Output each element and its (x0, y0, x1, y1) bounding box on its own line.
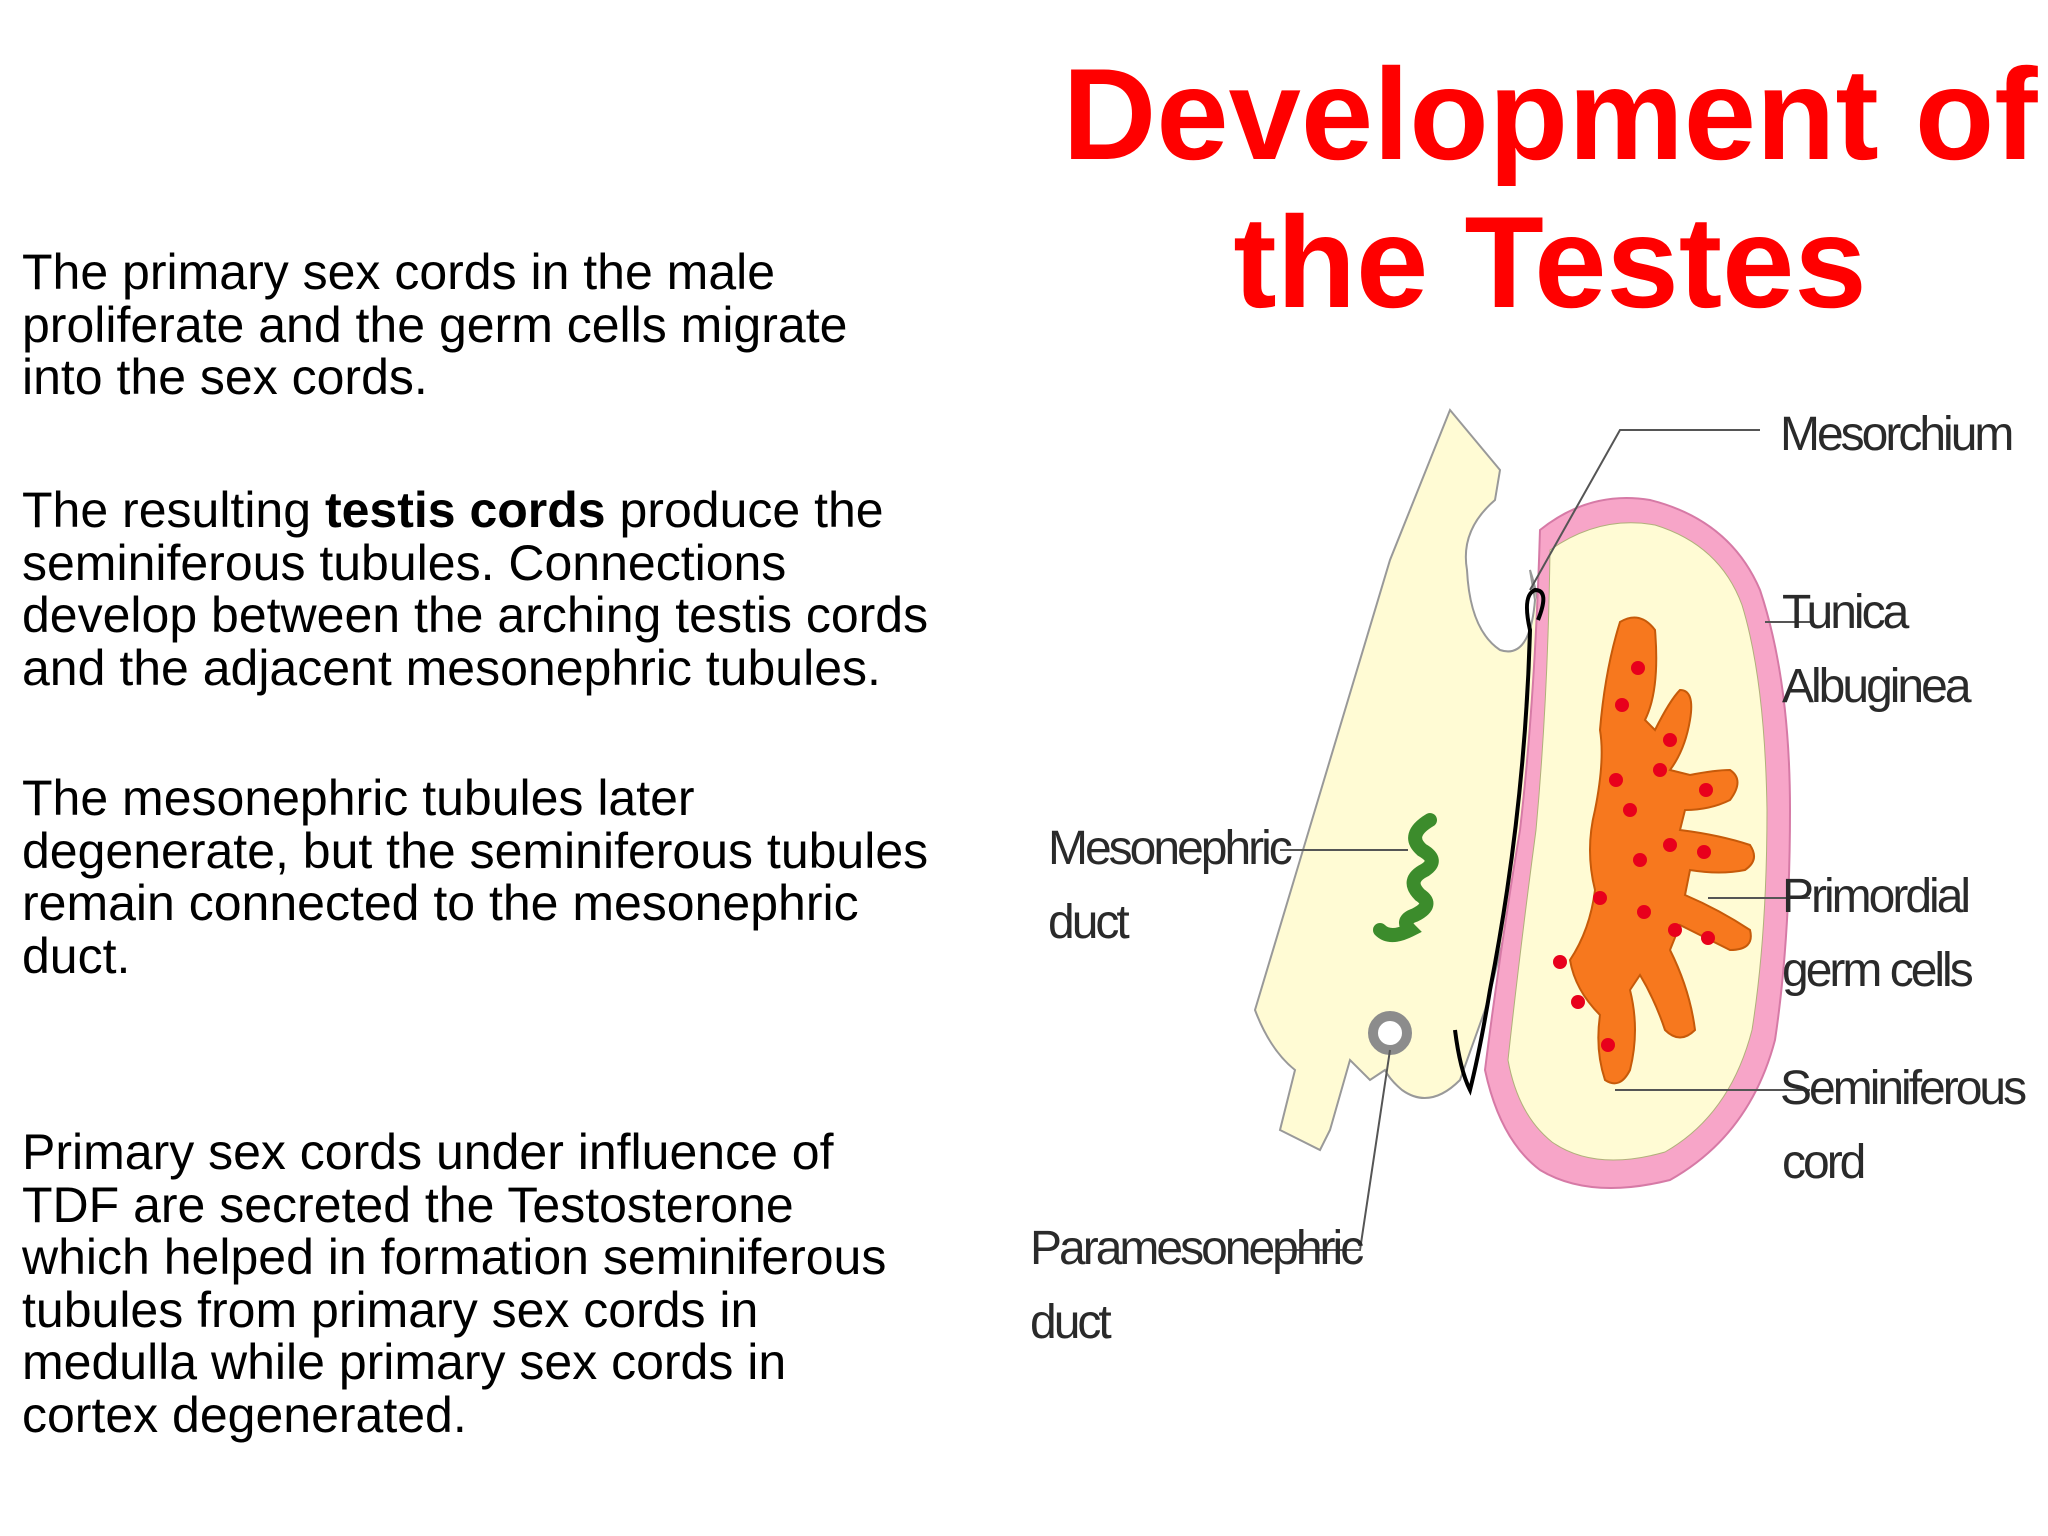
germ-cell (1699, 783, 1713, 797)
germ-cell (1701, 931, 1715, 945)
text-line: develop between the arching testis cords (22, 587, 929, 643)
text-line: seminiferous tubules. Connections (22, 534, 787, 591)
bold-term-testis-cords: testis cords (324, 482, 606, 538)
seminiferous-cords-shape (1568, 616, 1755, 1085)
label-primordial-line-1: Primordial (1782, 870, 1968, 923)
mesorchium-line (1453, 587, 1546, 1096)
germ-cell (1571, 995, 1585, 1009)
germ-cell (1653, 763, 1667, 777)
label-tunica-line-1: Tunica (1782, 586, 1910, 639)
germ-cell (1623, 803, 1637, 817)
germ-cell (1663, 838, 1677, 852)
label-tunica-line-2: Albuginea (1782, 660, 1972, 713)
text-line: cortex degenerated. (22, 1386, 467, 1443)
text-line: The primary sex cords in the male (22, 244, 776, 300)
germ-cell (1697, 845, 1711, 859)
leader-line-paramesonephric (1280, 1049, 1391, 1251)
label-seminiferous-line-1: Seminiferous (1780, 1062, 2026, 1115)
text-line: tubules from primary sex cords in (22, 1281, 759, 1338)
germ-cell (1553, 955, 1567, 969)
text-line: which helped in formation seminiferous (22, 1229, 887, 1285)
text-line: degenerate, but the seminiferous tubules (22, 822, 929, 879)
text-line: remain connected to the mesonephric (22, 875, 859, 931)
germ-cell (1637, 905, 1651, 919)
text-line: duct. (22, 927, 131, 984)
title-line-1: Development of (1062, 41, 2038, 187)
leader-lines (1280, 429, 1810, 1251)
paragraph-primary-sex-cords: The primary sex cords in the male prolif… (22, 246, 1042, 404)
leader-line-mesorchium (1529, 429, 1760, 591)
label-primordial-line-2: germ cells (1782, 944, 1973, 997)
germ-cells (1553, 661, 1715, 1052)
germ-cell (1668, 923, 1682, 937)
text-line: and the adjacent mesonephric tubules. (22, 639, 881, 696)
text-line: The mesonephric tubules later (22, 770, 695, 826)
text-line: Primary sex cords under influence of (22, 1124, 834, 1180)
mesonephric-duct-shape (1373, 813, 1439, 942)
paragraph-testosterone: Primary sex cords under influence of TDF… (22, 1126, 1042, 1441)
label-mesorchium: Mesorchium (1780, 408, 2011, 461)
text-run: produce the (605, 482, 884, 538)
text-line: medulla while primary sex cords in (22, 1334, 787, 1390)
germ-cell (1601, 1038, 1615, 1052)
label-mesonephric-line-2: duct (1048, 896, 1129, 949)
text-line: The resulting testis cords produce the (22, 484, 1042, 537)
diagram-svg: Mesorchium Tunica Albuginea Primordial g… (1030, 408, 2029, 1349)
text-line: proliferate and the germ cells migrate (22, 296, 848, 353)
germ-cell (1631, 661, 1645, 675)
text-run: The resulting (22, 482, 325, 538)
text-line: into the sex cords. (22, 349, 428, 405)
germ-cell (1663, 733, 1677, 747)
testis-development-diagram: Mesorchium Tunica Albuginea Primordial g… (1030, 390, 2030, 1370)
germ-cell (1609, 773, 1623, 787)
label-seminiferous-line-2: cord (1782, 1136, 1864, 1189)
paragraph-mesonephric-tubules: The mesonephric tubules later degenerate… (22, 772, 1042, 982)
label-paramesonephric-line-1: Paramesonephric (1030, 1222, 1363, 1275)
text-line: TDF are secreted the Testosterone (22, 1176, 794, 1233)
germ-cell (1615, 698, 1629, 712)
germ-cell (1633, 853, 1647, 867)
paramesonephric-duct-shape (1368, 1011, 1412, 1055)
slide-title: Development of the Testes (1060, 40, 2040, 336)
label-mesonephric-line-1: Mesonephric (1048, 822, 1292, 875)
paragraph-testis-cords: The resulting testis cords produce the s… (22, 484, 1042, 694)
germ-cell (1593, 891, 1607, 905)
title-line-2: the Testes (1233, 189, 1867, 335)
label-paramesonephric-line-2: duct (1030, 1296, 1111, 1349)
